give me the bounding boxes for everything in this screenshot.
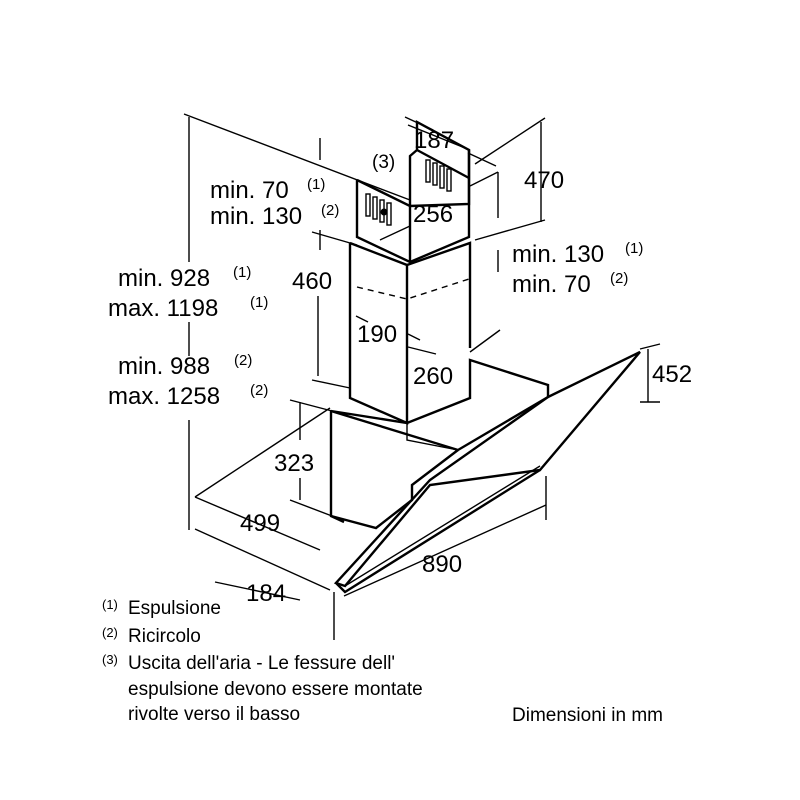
dimension-lines bbox=[183, 113, 661, 640]
legend-item2-ref: (2) bbox=[102, 625, 118, 640]
hood-outline bbox=[329, 119, 641, 594]
legend-item3-line2: espulsione devono essere montate bbox=[128, 679, 423, 700]
dim-323: 323 bbox=[274, 450, 314, 477]
label-max1258: max. 1258 bbox=[108, 383, 220, 410]
legend: (1) Espulsione (2) Ricircolo (3) Uscita … bbox=[102, 597, 423, 725]
vent-slots bbox=[365, 159, 452, 226]
label-right-min70-ref: (2) bbox=[610, 270, 628, 287]
dim-190: 190 bbox=[357, 321, 397, 348]
legend-item3-line3: rivolte verso il basso bbox=[128, 704, 300, 725]
legend-item1-ref: (1) bbox=[102, 597, 118, 612]
label-max1258-ref: (2) bbox=[250, 382, 268, 399]
label-min988-ref: (2) bbox=[234, 352, 252, 369]
label-right-min130: min. 130 bbox=[512, 241, 604, 268]
label-top-min130: min. 130 bbox=[210, 203, 302, 230]
label-min988: min. 988 bbox=[118, 353, 210, 380]
label-min928-ref: (1) bbox=[233, 264, 251, 281]
callout-3: (3) bbox=[372, 152, 395, 173]
dim-470: 470 bbox=[524, 167, 564, 194]
label-max1198: max. 1198 bbox=[108, 295, 218, 322]
label-top-min70: min. 70 bbox=[210, 177, 289, 204]
legend-item2-text: Ricircolo bbox=[128, 626, 201, 647]
legend-item1-text: Espulsione bbox=[128, 598, 221, 619]
legend-item3-line1: Uscita dell'aria - Le fessure dell' bbox=[128, 653, 395, 674]
label-right-min70: min. 70 bbox=[512, 271, 591, 298]
dim-260: 260 bbox=[413, 363, 453, 390]
dim-256: 256 bbox=[413, 201, 453, 228]
label-max1198-ref: (1) bbox=[250, 294, 268, 311]
legend-item3-ref: (3) bbox=[102, 652, 118, 667]
dim-890: 890 bbox=[422, 551, 462, 578]
dim-184: 184 bbox=[246, 580, 286, 607]
label-top-min70-ref: (1) bbox=[307, 176, 325, 193]
label-min928: min. 928 bbox=[118, 265, 210, 292]
units-note: Dimensioni in mm bbox=[512, 705, 663, 726]
label-right-min130-ref: (1) bbox=[625, 240, 643, 257]
label-top-min130-ref: (2) bbox=[321, 202, 339, 219]
dim-460: 460 bbox=[292, 268, 332, 295]
dim-499: 499 bbox=[240, 510, 280, 537]
dim-187: 187 bbox=[414, 127, 454, 154]
dim-452: 452 bbox=[652, 361, 692, 388]
